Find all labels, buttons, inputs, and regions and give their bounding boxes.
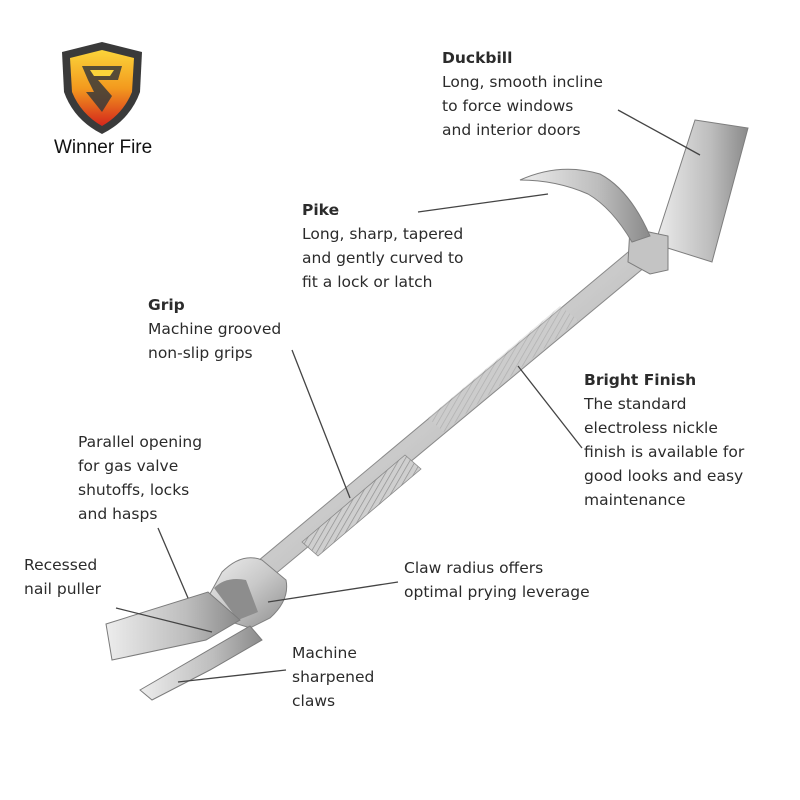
callout-line: to force windows (442, 97, 574, 115)
fork-end (105, 557, 288, 701)
callout-title: Pike (302, 201, 340, 219)
callout-line: finish is available for (584, 443, 745, 461)
callout-line: sharpened (292, 668, 375, 686)
callout-line: electroless nickle (584, 419, 718, 437)
callout-line: Claw radius offers (404, 559, 544, 577)
leader-claw-radius (267, 581, 399, 603)
callout-line: The standard (584, 395, 687, 413)
callout-line: nail puller (24, 580, 102, 598)
winner-fire-logo (62, 42, 142, 134)
callout-line: Parallel opening (78, 433, 203, 451)
callout-title: Duckbill (442, 49, 513, 67)
callout-line: optimal prying leverage (404, 583, 590, 601)
callout-line: shutoffs, locks (78, 481, 190, 499)
callout-line: and gently curved to (302, 249, 464, 267)
callout-duckbill: Duckbill Long, smooth incline to force w… (442, 46, 603, 142)
leader-duckbill (617, 109, 701, 156)
leader-bright-finish (517, 365, 583, 449)
leader-parallel-opening (157, 527, 189, 599)
callout-recessed-nail-puller: Recessed nail puller (24, 553, 101, 601)
callout-pike: Pike Long, sharp, tapered and gently cur… (302, 198, 464, 294)
callout-line: Recessed (24, 556, 98, 574)
callout-line: good looks and easy (584, 467, 744, 485)
callout-line: Machine (292, 644, 357, 662)
callout-bright-finish: Bright Finish The standard electroless n… (584, 368, 744, 512)
callout-line: claws (292, 692, 336, 710)
callout-line: and interior doors (442, 121, 581, 139)
callout-line: Long, sharp, tapered (302, 225, 464, 243)
callout-line: Machine grooved (148, 320, 282, 338)
leader-claws (177, 669, 287, 683)
leader-lines (115, 109, 701, 683)
callout-parallel-opening: Parallel opening for gas valve shutoffs,… (78, 430, 202, 526)
callout-line: maintenance (584, 491, 686, 509)
callout-line: and hasps (78, 505, 158, 523)
callout-line: fit a lock or latch (302, 273, 433, 291)
shaft (251, 247, 652, 581)
callout-line: non-slip grips (148, 344, 253, 362)
leader-pike (417, 193, 549, 213)
leader-grip (291, 349, 351, 499)
callout-grip: Grip Machine grooved non-slip grips (148, 293, 281, 365)
callout-sharpened-claws: Machine sharpened claws (292, 641, 374, 713)
callout-line: for gas valve (78, 457, 179, 475)
bar-head (519, 119, 749, 275)
brand-name: Winner Fire (54, 137, 153, 158)
leader-recessed (115, 607, 213, 633)
callout-claw-radius: Claw radius offers optimal prying levera… (404, 556, 590, 604)
callout-line: Long, smooth incline (442, 73, 603, 91)
callout-title: Grip (148, 296, 185, 314)
callout-title: Bright Finish (584, 371, 697, 389)
